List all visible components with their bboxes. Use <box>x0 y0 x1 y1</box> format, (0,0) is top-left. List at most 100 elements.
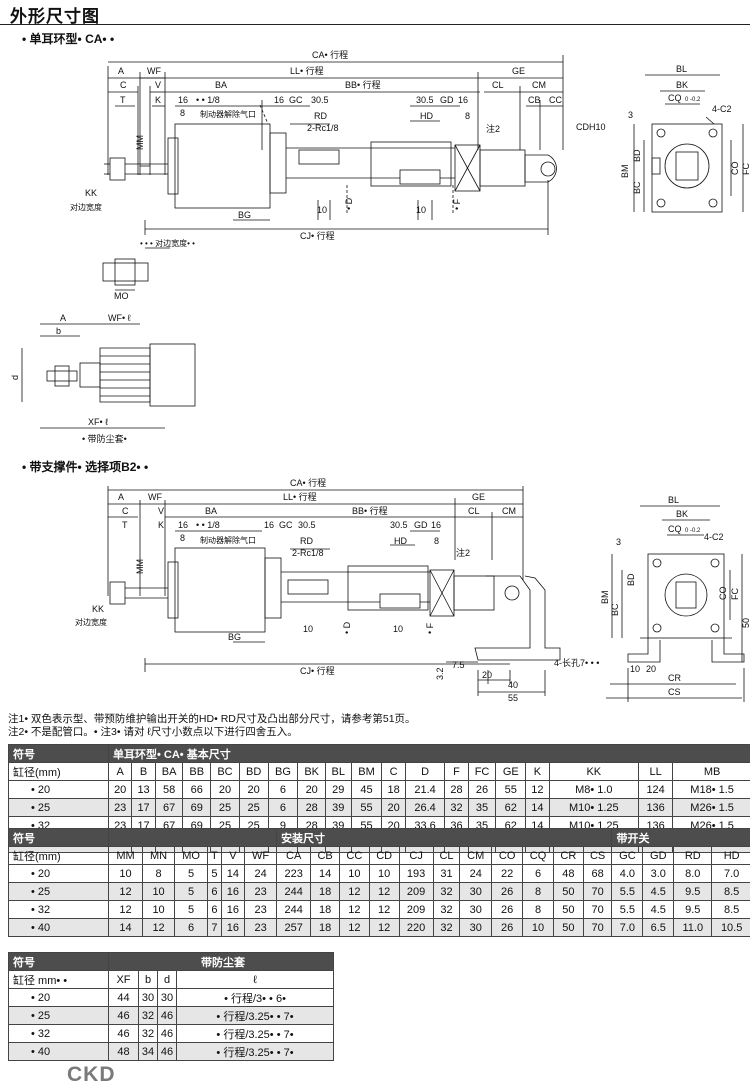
bore-cell: • 25 <box>9 799 109 817</box>
table-cell: 10 <box>369 865 399 883</box>
table-cell: 39 <box>326 799 352 817</box>
table-cell: 6 <box>268 799 298 817</box>
cq-label: CQ <box>668 93 682 103</box>
t2-col-header: CL <box>433 847 460 865</box>
b2-dim-30-5: 30.5 <box>298 520 316 530</box>
t2-col-header: HD <box>712 847 750 865</box>
table-cell: 17 <box>132 799 155 817</box>
table-cell: 6 <box>208 883 222 901</box>
table-cell: 48 <box>109 1043 139 1061</box>
k-label: K <box>155 95 161 105</box>
table-cell: • 行程/3• • 6• <box>177 989 334 1007</box>
table-cell: 12 <box>339 883 369 901</box>
table-cell: 124 <box>639 781 673 799</box>
rd-label: RD <box>314 111 327 121</box>
note-1: 注1• 双色表示型、带预防维护输出开关的HD• RD尺寸及凸出部分尺寸，请参考第… <box>8 713 416 726</box>
table-cell: 29 <box>326 781 352 799</box>
table-cell: 46 <box>158 1007 177 1025</box>
table-cell: 24 <box>460 865 492 883</box>
table-cell: 10 <box>143 883 175 901</box>
kk-label: KK <box>85 188 97 198</box>
bm-label: BM <box>620 165 630 179</box>
b2-t-label: T <box>122 520 128 530</box>
table-cell: 44 <box>109 989 139 1007</box>
note-2: 注2• 不是配管口。• 注3• 请对 ℓ尺寸小数点以下进行四舍五入。 <box>8 726 416 739</box>
dim-7-5: 7.5 <box>452 660 465 670</box>
table-cell: 70 <box>583 901 612 919</box>
table-cell: 12 <box>143 919 175 937</box>
t1-col-header: FC <box>468 763 496 781</box>
cj-stroke-label: CJ• 行程 <box>300 230 335 241</box>
table-cell: 16 <box>221 919 244 937</box>
b2-cq-tolerance: 0 -0.2 <box>685 528 701 534</box>
v-label: V <box>155 80 161 90</box>
b2-dim-10: 10 <box>630 664 640 674</box>
table-cell: 209 <box>399 901 433 919</box>
flat-width-label-2: • • • 对边宽度• • <box>140 238 195 248</box>
table-cell: 62 <box>496 799 526 817</box>
t2-bore-label: 缸径(mm) <box>9 847 109 865</box>
table-cell: 6.5 <box>643 919 674 937</box>
table-cell: 23 <box>109 799 132 817</box>
table-cell: 30 <box>139 989 158 1007</box>
b2-mm-label: MM <box>135 559 145 574</box>
dim-20: 20 <box>482 670 492 680</box>
table-cell: 26 <box>468 781 496 799</box>
table-cell: M10• 1.25 <box>549 799 638 817</box>
table-cell: 5 <box>175 901 208 919</box>
t3-symbol-header: 符号 <box>9 953 109 971</box>
t2-col-header: MN <box>143 847 175 865</box>
table-cell: 8.0 <box>674 865 712 883</box>
t-label: T <box>120 95 126 105</box>
b2-ll-stroke-label: LL• 行程 <box>283 491 317 502</box>
t3-col-header: d <box>158 971 177 989</box>
port-1-8: • • 1/8 <box>196 95 220 105</box>
table-cell: 32 <box>433 883 460 901</box>
table-cell: 6 <box>175 919 208 937</box>
table-cell: 26 <box>492 919 523 937</box>
fc-label: FC <box>741 163 750 175</box>
b2-dim-30-5-b: 30.5 <box>390 520 408 530</box>
table-cell: 26 <box>492 883 523 901</box>
table-cell: 32 <box>139 1025 158 1043</box>
t1-col-header: K <box>526 763 549 781</box>
table-cell: 4.5 <box>643 883 674 901</box>
table-cell: 10.5 <box>712 919 750 937</box>
table-cell: 13 <box>132 781 155 799</box>
t2-col-header: WF <box>245 847 277 865</box>
table-cell: 55 <box>496 781 526 799</box>
table-cell: 16 <box>221 883 244 901</box>
table-cell: 67 <box>155 799 183 817</box>
ge-label: GE <box>512 66 525 76</box>
table-cell: 6 <box>523 865 554 883</box>
bore-cell: • 32 <box>9 1025 109 1043</box>
ckd-logo: CKD <box>67 1063 116 1087</box>
table-cell: 220 <box>399 919 433 937</box>
bg-label: BG <box>238 210 251 220</box>
cm-label: CM <box>532 80 546 90</box>
b2-ge-label: GE <box>472 492 485 502</box>
table-cell: 28 <box>298 799 326 817</box>
table-cell: 23 <box>245 901 277 919</box>
table-cell: 24 <box>245 865 277 883</box>
t1-group-header: 单耳环型• CA• 基本尺寸 <box>109 745 750 763</box>
f-label: • F <box>452 198 462 210</box>
b2-dim-8-b: 8 <box>434 536 439 546</box>
b2-bd-label: BD <box>626 573 636 586</box>
table-cell: 7.0 <box>712 865 750 883</box>
b2-cj-stroke-label: CJ• 行程 <box>300 665 335 676</box>
boot-caption: • 带防尘套• <box>82 433 127 444</box>
t1-col-header: B <box>132 763 155 781</box>
table-cell: 8 <box>523 883 554 901</box>
table-cell: 46 <box>109 1025 139 1043</box>
table-cell: 12 <box>109 901 143 919</box>
t1-col-header: BC <box>211 763 240 781</box>
table-cell: 25 <box>239 799 268 817</box>
table-cell: 10 <box>109 865 143 883</box>
t2-col-header: GD <box>643 847 674 865</box>
cq-tolerance: 0 -0.2 <box>685 97 701 103</box>
